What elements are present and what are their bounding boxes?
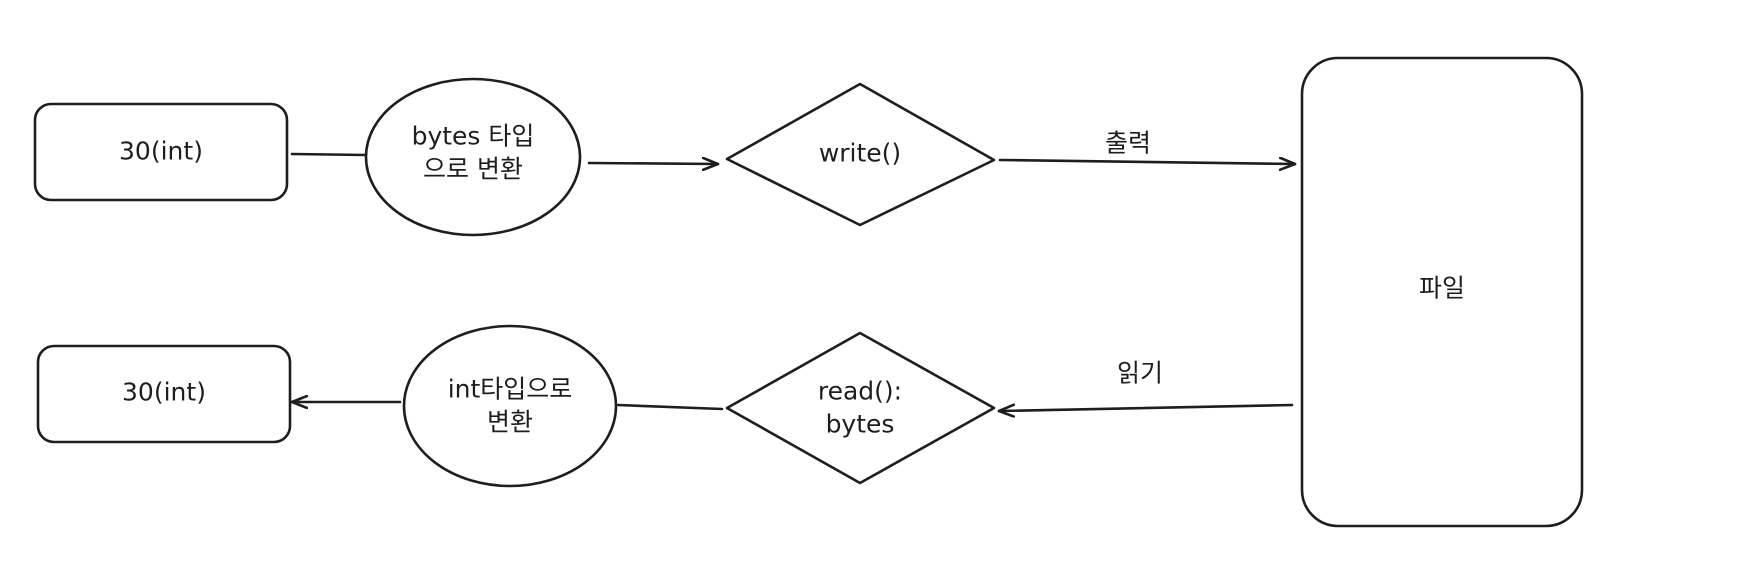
to-bytes-label-line1: bytes 타입 — [412, 122, 535, 151]
read-edge-label: 읽기 — [1117, 359, 1163, 388]
to-bytes-ellipse — [364, 77, 582, 237]
read-diamond — [725, 331, 996, 485]
read-label-line2: bytes — [826, 410, 895, 439]
int-bottom-label: 30(int) — [122, 378, 206, 407]
to-int-label-line2: 변환 — [487, 408, 533, 437]
arrow-file-to-read — [997, 405, 1294, 411]
edge-int-to-bytes — [290, 152, 368, 157]
to-int-ellipse — [402, 324, 618, 488]
int-top-box — [33, 102, 289, 202]
int-top-label: 30(int) — [119, 137, 203, 166]
to-bytes-node[interactable]: bytes 타입 으로 변환 — [364, 77, 582, 237]
read-label-line1: read(): — [818, 377, 902, 406]
to-int-node[interactable]: int타입으로 변환 — [402, 324, 618, 488]
arrow-bytes-to-write — [587, 163, 720, 164]
file-label: 파일 — [1419, 274, 1465, 303]
int-bottom-node[interactable]: 30(int) — [36, 344, 292, 444]
write-node[interactable]: write() — [725, 82, 996, 227]
file-box — [1300, 56, 1584, 528]
int-bottom-box — [36, 344, 292, 444]
write-diamond — [725, 82, 996, 227]
edge-read-to-int — [616, 403, 724, 411]
file-node[interactable]: 파일 — [1300, 56, 1584, 528]
write-label: write() — [819, 139, 901, 168]
arrow-write-to-file — [998, 160, 1297, 164]
int-top-node[interactable]: 30(int) — [33, 102, 289, 202]
output-edge-label: 출력 — [1105, 129, 1151, 158]
to-bytes-label-line2: 으로 변환 — [423, 155, 523, 184]
to-int-label-line1: int타입으로 — [448, 375, 573, 404]
read-node[interactable]: read(): bytes — [725, 331, 996, 485]
